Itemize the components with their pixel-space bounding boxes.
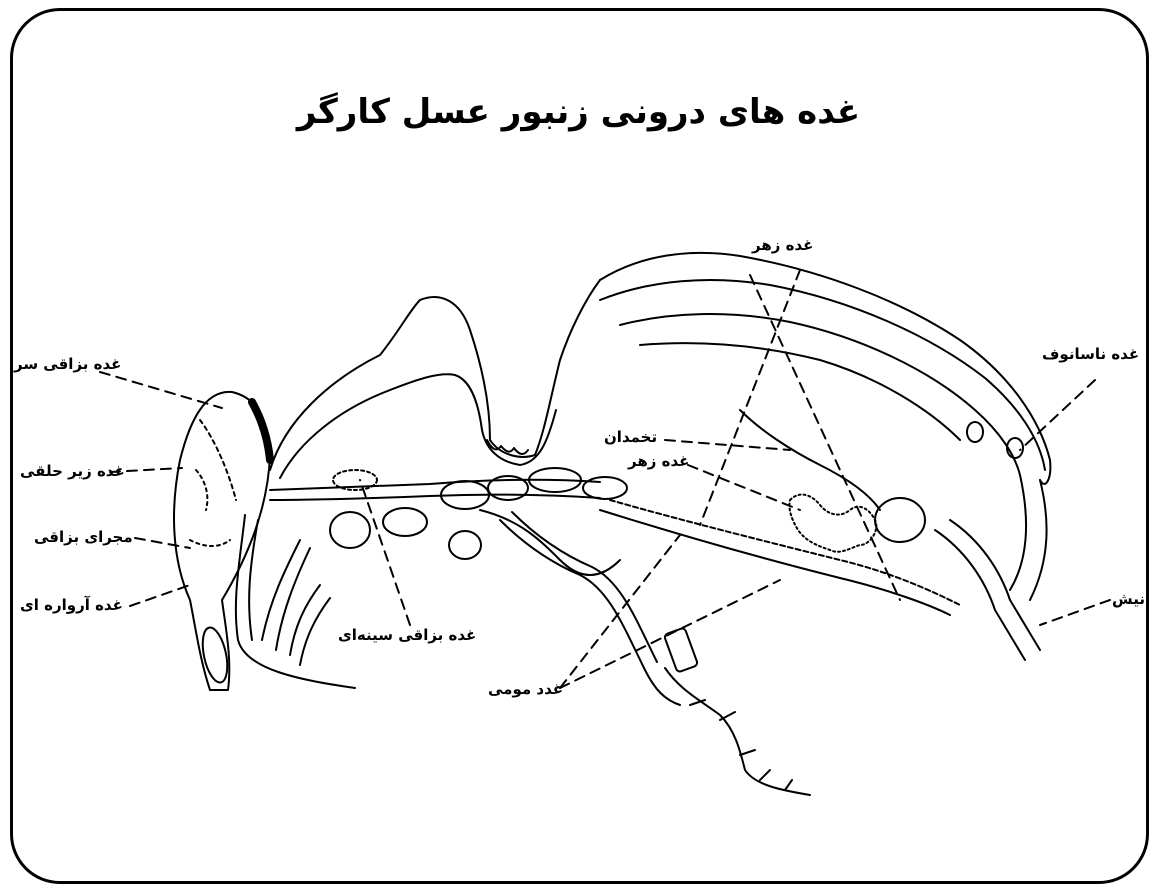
- label-sting: نیش: [1112, 590, 1145, 608]
- label-venom-gland: غده زهر: [628, 452, 689, 470]
- label-ovary: تخمدان: [604, 428, 657, 446]
- label-thoracic-salivary-gland: غده بزاقی سینه‌ای: [338, 626, 476, 644]
- label-mandibular-gland: غده آرواره ای: [20, 596, 123, 614]
- label-wax-glands: غدد مومی: [488, 680, 563, 698]
- head-outline: [174, 392, 270, 690]
- thorax-outline: [270, 280, 600, 478]
- legs: [500, 512, 1040, 795]
- mouthparts: [236, 515, 355, 688]
- leader-lines: [100, 270, 1110, 688]
- label-nasonov-gland: غده ناسانوف: [1042, 345, 1139, 363]
- label-head-salivary-gland: غده بزاقی سر: [14, 355, 121, 373]
- label-venom-gland-top: غده زهر: [752, 236, 813, 254]
- label-salivary-duct: مجرای بزاقی: [34, 528, 133, 546]
- label-hypopharyngeal-gland: غده زیر حلقی: [20, 462, 125, 480]
